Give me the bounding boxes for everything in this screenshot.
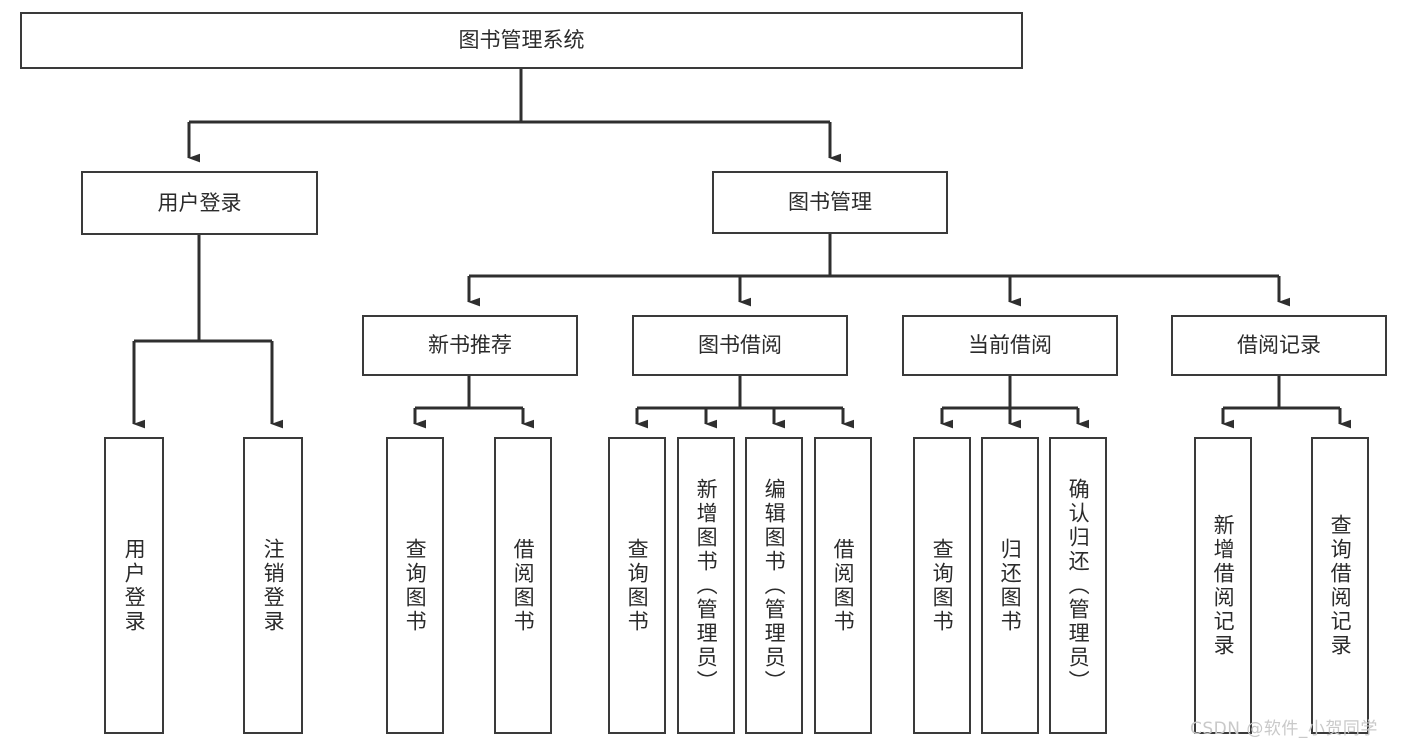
node-leaf-borrow-book-2[interactable]: 借阅图书 [814,437,872,734]
node-new-book-rec-label: 新书推荐 [428,333,512,358]
node-book-borrow-label: 图书借阅 [698,333,782,358]
node-leaf-add-book[interactable]: 新增图书（管理员） [677,437,735,734]
csdn-watermark: CSDN @软件_小贺同学 [1190,719,1378,739]
node-leaf-borrow-book-1[interactable]: 借阅图书 [494,437,552,734]
node-leaf-query-book-1-label: 查询图书 [403,537,428,634]
node-leaf-add-record-label: 新增借阅记录 [1211,513,1236,658]
node-leaf-borrow-book-1-label: 借阅图书 [511,537,536,634]
node-root-label: 图书管理系统 [458,28,585,53]
node-leaf-user-logout[interactable]: 注销登录 [243,437,303,734]
node-current-borrow-label: 当前借阅 [968,333,1052,358]
node-leaf-query-book-1[interactable]: 查询图书 [386,437,444,734]
node-new-book-rec[interactable]: 新书推荐 [362,315,578,376]
node-leaf-query-book-2[interactable]: 查询图书 [608,437,666,734]
node-user-login[interactable]: 用户登录 [81,171,318,235]
node-borrow-record-label: 借阅记录 [1237,333,1321,358]
node-current-borrow[interactable]: 当前借阅 [902,315,1118,376]
node-leaf-return-book[interactable]: 归还图书 [981,437,1039,734]
node-leaf-query-record[interactable]: 查询借阅记录 [1311,437,1369,734]
node-leaf-user-login-label: 用户登录 [122,537,147,634]
node-book-borrow[interactable]: 图书借阅 [632,315,848,376]
node-book-manage[interactable]: 图书管理 [712,171,948,234]
node-borrow-record[interactable]: 借阅记录 [1171,315,1387,376]
node-leaf-edit-book[interactable]: 编辑图书（管理员） [745,437,803,734]
node-leaf-query-book-3[interactable]: 查询图书 [913,437,971,734]
node-leaf-add-record[interactable]: 新增借阅记录 [1194,437,1252,734]
node-leaf-confirm-return-label: 确认归还（管理员） [1066,477,1091,694]
node-leaf-query-book-3-label: 查询图书 [930,537,955,634]
node-leaf-return-book-label: 归还图书 [998,537,1023,634]
node-leaf-user-login[interactable]: 用户登录 [104,437,164,734]
node-leaf-user-logout-label: 注销登录 [261,537,286,634]
node-leaf-add-book-label: 新增图书（管理员） [694,477,719,694]
node-root[interactable]: 图书管理系统 [20,12,1023,69]
node-leaf-query-book-2-label: 查询图书 [625,537,650,634]
node-leaf-edit-book-label: 编辑图书（管理员） [762,477,787,694]
node-user-login-label: 用户登录 [157,190,242,215]
node-book-manage-label: 图书管理 [788,190,872,215]
node-leaf-query-record-label: 查询借阅记录 [1328,513,1353,658]
node-leaf-confirm-return[interactable]: 确认归还（管理员） [1049,437,1107,734]
node-leaf-borrow-book-2-label: 借阅图书 [831,537,856,634]
